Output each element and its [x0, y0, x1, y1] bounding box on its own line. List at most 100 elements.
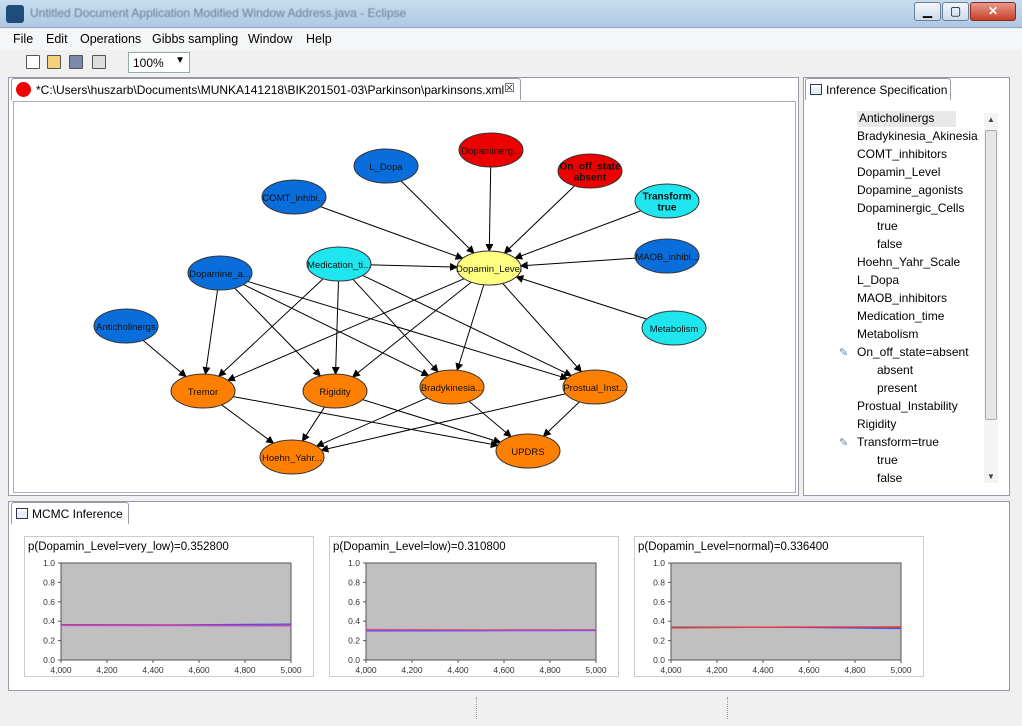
- node-rigidity-shape[interactable]: [302, 373, 368, 409]
- y-tick-label: 0.2: [653, 636, 665, 646]
- tree-item-state[interactable]: true: [877, 219, 898, 237]
- node-metabolism[interactable]: Metabolism: [641, 310, 707, 346]
- edge-dopamin_level-to-rigidity: [351, 281, 472, 378]
- save-icon[interactable]: [69, 55, 83, 69]
- node-prostual[interactable]: Prostual_Inst...: [562, 369, 628, 405]
- tree-item-variable[interactable]: Anticholinergs: [857, 111, 957, 129]
- node-comt[interactable]: COMT_inhibi...: [261, 179, 327, 215]
- inference-spec-tab[interactable]: Inference Specification: [805, 78, 951, 100]
- x-tick-label: 4,200: [401, 665, 423, 675]
- tree-item-variable[interactable]: Dopamin_Level: [857, 165, 940, 183]
- tree-item-label: Dopamin_Level: [857, 165, 941, 179]
- node-ldopa-shape[interactable]: [353, 148, 419, 184]
- tree-item-variable[interactable]: ✎Transform=true: [839, 435, 939, 453]
- open-folder-icon[interactable]: [47, 55, 61, 69]
- tree-item-label: absent: [877, 363, 914, 377]
- scroll-down-icon[interactable]: ▼: [987, 472, 995, 481]
- y-tick-label: 0.4: [653, 616, 665, 626]
- node-ldopa[interactable]: L_Dopa: [353, 148, 419, 184]
- node-dopamin_level-label: Dopamin_Level: [456, 264, 522, 275]
- node-anticholinergs-shape[interactable]: [93, 308, 159, 344]
- print-icon[interactable]: [92, 55, 106, 69]
- menu-gibbs-sampling[interactable]: Gibbs sampling: [152, 32, 239, 46]
- node-dopamine_ag-shape[interactable]: [187, 255, 253, 291]
- tree-item-variable[interactable]: L_Dopa: [857, 273, 899, 291]
- tree-item-variable[interactable]: Metabolism: [857, 327, 918, 345]
- node-onoff-shape[interactable]: [557, 153, 623, 189]
- tree-item-state[interactable]: false: [877, 237, 902, 255]
- node-updrs-shape[interactable]: [495, 433, 561, 469]
- node-dopamin_level-shape[interactable]: [456, 250, 522, 286]
- tree-item-state[interactable]: absent: [877, 363, 913, 381]
- tree-item-variable[interactable]: Bradykinesia_Akinesia: [857, 129, 978, 147]
- tree-item-variable[interactable]: Dopaminergic_Cells: [857, 201, 964, 219]
- node-medication[interactable]: Medication_ti...: [306, 246, 372, 282]
- node-anticholinergs-label: Anticholinergs: [96, 322, 156, 333]
- tree-item-state[interactable]: present: [877, 381, 917, 399]
- edge-tremor-to-updrs: [233, 396, 499, 449]
- tree-item-variable[interactable]: Rigidity: [857, 417, 896, 435]
- scroll-thumb[interactable]: [985, 130, 997, 420]
- menu-operations[interactable]: Operations: [80, 32, 142, 46]
- node-dopaminergic-shape[interactable]: [458, 132, 524, 168]
- edge-rigidity-to-updrs: [362, 399, 502, 445]
- tree-item-state[interactable]: true: [877, 453, 898, 471]
- tree-item-variable[interactable]: COMT_inhibitors: [857, 147, 947, 165]
- tree-item-variable[interactable]: ✎On_off_state=absent: [839, 345, 969, 363]
- tree-item-variable[interactable]: MAOB_inhibitors: [857, 291, 947, 309]
- tree-item-variable[interactable]: Hoehn_Yahr_Scale: [857, 255, 960, 273]
- new-file-icon[interactable]: [26, 55, 40, 69]
- node-maob[interactable]: MAOB_inhibi...: [634, 238, 700, 274]
- node-hoehn[interactable]: Hoehn_Yahr...: [259, 439, 325, 475]
- zoom-select[interactable]: 100% ▼: [128, 52, 190, 73]
- menu-file[interactable]: File: [13, 32, 34, 46]
- node-dopamin_level[interactable]: Dopamin_Level: [456, 250, 522, 286]
- tree-item-variable[interactable]: Medication_time: [857, 309, 944, 327]
- node-dopamine_ag[interactable]: Dopamine_a...: [187, 255, 253, 291]
- node-bradykinesia-shape[interactable]: [419, 369, 485, 405]
- scroll-up-icon[interactable]: ▲: [987, 115, 995, 124]
- edge-dopaminergic-to-dopamin_level: [485, 166, 494, 253]
- close-tab-icon[interactable]: ☒: [504, 81, 515, 95]
- node-maob-shape[interactable]: [634, 238, 700, 274]
- node-rigidity[interactable]: Rigidity: [302, 373, 368, 409]
- node-dopaminergic[interactable]: Dopaminerg...: [458, 132, 524, 168]
- node-anticholinergs[interactable]: Anticholinergs: [93, 308, 159, 344]
- node-transform-shape[interactable]: [634, 183, 700, 219]
- chart-title: p(Dopamin_Level=low)=0.310800: [333, 541, 506, 553]
- editor-tab[interactable]: *C:\Users\huszarb\Documents\MUNKA141218\…: [11, 78, 521, 100]
- close-window-button[interactable]: ✕: [970, 2, 1016, 21]
- window-titlebar: Untitled Document Application Modified W…: [0, 0, 1022, 28]
- node-updrs[interactable]: UPDRS: [495, 433, 561, 469]
- node-updrs-label: UPDRS: [511, 447, 544, 458]
- tree-item-variable[interactable]: Prostual_Instability: [857, 399, 958, 417]
- minimize-button[interactable]: ▁: [914, 2, 941, 21]
- x-tick-label: 4,000: [50, 665, 72, 675]
- node-medication-shape[interactable]: [306, 246, 372, 282]
- node-comt-shape[interactable]: [261, 179, 327, 215]
- menu-edit[interactable]: Edit: [46, 32, 68, 46]
- node-metabolism-shape[interactable]: [641, 310, 707, 346]
- node-hoehn-shape[interactable]: [259, 439, 325, 475]
- y-tick-label: 0.0: [43, 655, 55, 665]
- bayesian-network-graph[interactable]: Dopaminerg... L_Dopa On_off_stateabsentCOM…: [14, 102, 797, 494]
- menu-help[interactable]: Help: [306, 32, 332, 46]
- menu-window[interactable]: Window: [248, 32, 293, 46]
- node-tremor[interactable]: Tremor: [170, 373, 236, 409]
- maximize-button[interactable]: ▢: [942, 2, 969, 21]
- inference-spec-tab-label: Inference Specification: [826, 83, 948, 97]
- mcmc-tab[interactable]: MCMC Inference: [11, 502, 129, 524]
- tree-item-variable[interactable]: Dopamine_agonists: [857, 183, 963, 201]
- tree-item-state[interactable]: false: [877, 471, 902, 483]
- node-tremor-shape[interactable]: [170, 373, 236, 409]
- node-bradykinesia[interactable]: Bradykinesia...: [419, 369, 485, 405]
- edge-metabolism-to-dopamin_level: [515, 275, 647, 320]
- node-rigidity-label: Rigidity: [319, 387, 350, 398]
- app-icon: [6, 5, 24, 23]
- node-prostual-shape[interactable]: [562, 369, 628, 405]
